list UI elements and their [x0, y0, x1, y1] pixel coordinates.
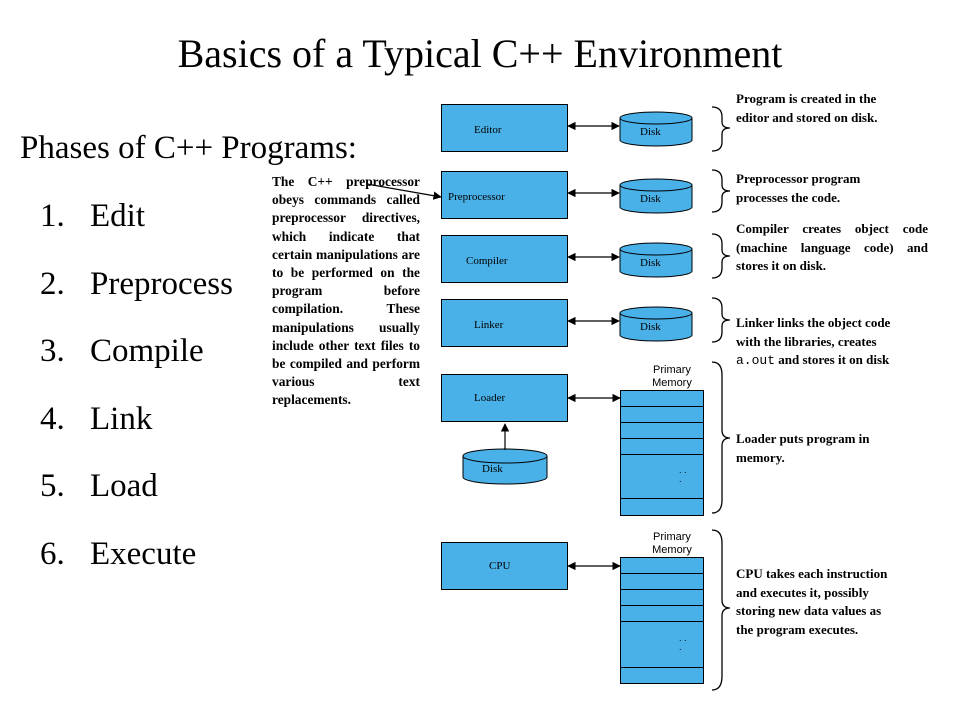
- disk-editor: [619, 111, 693, 147]
- editor-description: Program is created in the editor and sto…: [736, 91, 878, 125]
- phases-heading: Phases of C++ Programs:: [20, 130, 357, 166]
- disk-loader: [462, 448, 548, 485]
- phase-item: 3.Compile: [40, 333, 204, 369]
- brace-editor: [711, 106, 731, 152]
- editor-box: Editor: [441, 104, 568, 152]
- memory-cell: [620, 499, 704, 516]
- memory-cell: [620, 407, 704, 423]
- linker-description: Linker links the object code with the li…: [736, 315, 891, 368]
- memory-cell: [620, 390, 704, 407]
- disk-compiler: [619, 242, 693, 278]
- preprocessor-box: Preprocessor: [441, 171, 568, 219]
- preprocessor-description: Preprocessor program processes the code.: [736, 171, 861, 205]
- disk-label-preprocessor: Disk: [640, 193, 661, 205]
- phases-list: 1.Edit 2.Preprocess 3.Compile 4.Link 5.L…: [40, 196, 233, 601]
- compiler-box: Compiler: [441, 235, 568, 283]
- preprocessor-note: The C++ preprocessor obeys commands call…: [272, 174, 420, 408]
- memory-cell: [620, 668, 704, 684]
- memory-cell: [620, 590, 704, 606]
- linker-box: Linker: [441, 299, 568, 347]
- cpu-box: CPU: [441, 542, 568, 590]
- memory-cell: [620, 606, 704, 622]
- memory-dots-loader: . . .: [679, 465, 687, 484]
- disk-label-editor: Disk: [640, 126, 661, 138]
- disk-preprocessor: [619, 178, 693, 214]
- brace-preprocessor: [711, 169, 731, 213]
- phase-item: 5.Load: [40, 468, 158, 504]
- memory-dots-cpu: . . .: [679, 633, 687, 652]
- memory-cell: [620, 455, 704, 499]
- primary-memory-label-loader: Primary Memory: [652, 364, 692, 389]
- cpu-description: CPU takes each instruction and executes …: [736, 566, 888, 637]
- phase-item: 6.Execute: [40, 535, 197, 572]
- slide-title: Basics of a Typical C++ Environment: [177, 31, 783, 76]
- primary-memory-label-cpu: Primary Memory: [652, 531, 692, 556]
- phase-item: 4.Link: [40, 400, 153, 437]
- memory-cell: [620, 423, 704, 439]
- phase-item: 2.Preprocess: [40, 265, 233, 302]
- brace-compiler: [711, 233, 731, 279]
- brace-cpu: [711, 529, 731, 691]
- memory-cell: [620, 439, 704, 455]
- disk-label-compiler: Disk: [640, 257, 661, 269]
- memory-cell: [620, 574, 704, 590]
- memory-cell: [620, 557, 704, 574]
- disk-label-linker: Disk: [640, 321, 661, 333]
- disk-label-loader: Disk: [482, 463, 503, 475]
- loader-description: Loader puts program in memory.: [736, 431, 870, 465]
- phase-item: 1.Edit: [40, 198, 145, 234]
- disk-linker: [619, 306, 693, 342]
- loader-box: Loader: [441, 374, 568, 422]
- brace-linker: [711, 297, 731, 343]
- memory-cell: [620, 622, 704, 668]
- brace-loader: [711, 361, 731, 514]
- compiler-description: Compiler creates object code (machine la…: [736, 221, 928, 273]
- arrow-note-preprocessor: [366, 183, 442, 200]
